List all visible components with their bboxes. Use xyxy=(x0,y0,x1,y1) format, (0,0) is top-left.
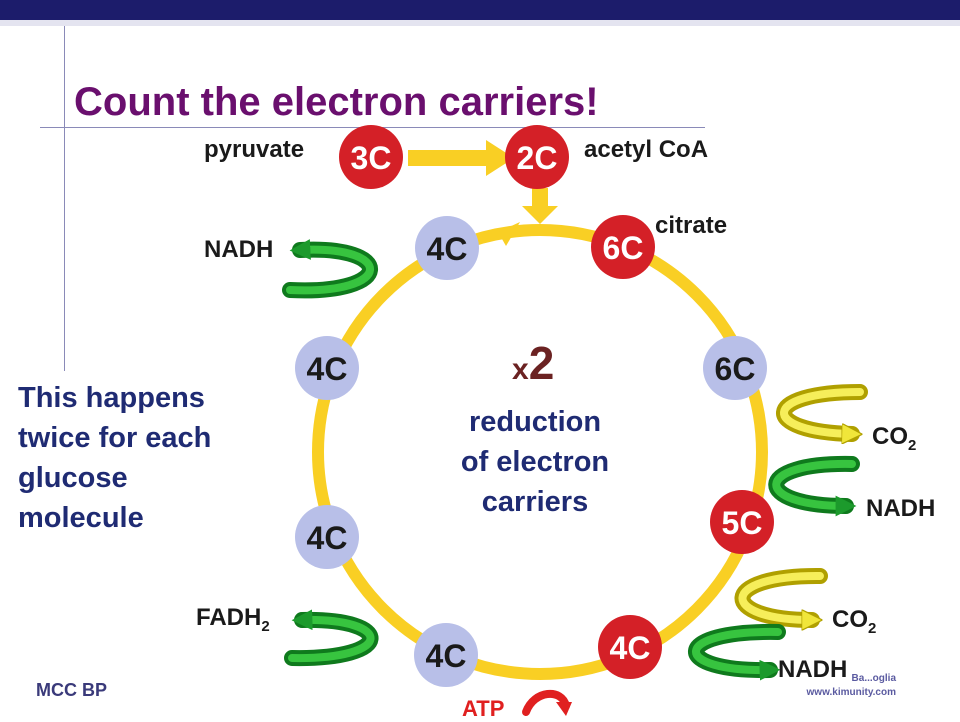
label-pyruvate: pyruvate xyxy=(204,136,305,163)
label-fadh2: FADH2 xyxy=(196,604,270,635)
nadh-arrow-bottom-right xyxy=(688,623,786,681)
co2-arrow-lower xyxy=(734,567,828,620)
footer-right-credit: Ba...oglia www.kimunity.com xyxy=(756,672,896,700)
node-label-5c: 5C xyxy=(722,505,763,541)
node-four-c-bottom-right: 4C xyxy=(598,615,662,679)
atp-arrow xyxy=(522,689,572,716)
slide-title: Count the electron carriers! xyxy=(74,80,599,124)
nadh-arrow-top-left xyxy=(282,239,378,299)
node-label-4c-bottom-right: 4C xyxy=(610,630,651,666)
label-co2-lower: CO2 xyxy=(832,606,877,637)
node-label-2c: 2C xyxy=(517,140,558,176)
center-caption: reduction of electron carriers xyxy=(430,402,640,522)
node-pyruvate-3c: 3C xyxy=(339,125,403,189)
label-acetyl-coa: acetyl CoA xyxy=(584,136,709,163)
label-nadh-bottom-right: NADH xyxy=(778,656,848,683)
node-four-c-bottom: 4C xyxy=(414,623,478,687)
node-four-c-left: 4C xyxy=(295,336,359,400)
side-note-line-4: molecule xyxy=(18,502,144,535)
node-label-citrate: 6C xyxy=(603,230,644,266)
center-caption-line-1: reduction xyxy=(468,406,602,438)
footer-credit-line-1: Ba...oglia xyxy=(851,673,896,684)
multiplier-x2: x2 xyxy=(512,337,555,389)
side-note-line-2: twice for each xyxy=(18,422,212,455)
top-bar xyxy=(0,0,960,20)
node-five-c: 5C xyxy=(710,490,774,554)
title-rule-vertical xyxy=(64,26,65,371)
node-four-c-lower-left: 4C xyxy=(295,505,359,569)
node-label-4c-left: 4C xyxy=(307,351,348,387)
cycle-arrowhead xyxy=(498,222,520,246)
label-citrate: citrate xyxy=(655,212,728,239)
acetyl-down-arrow-shaft xyxy=(532,188,548,208)
label-atp: ATP xyxy=(462,696,505,721)
side-note-line-3: glucose xyxy=(18,462,128,495)
top-bar-underline xyxy=(0,20,960,26)
node-six-c-right: 6C xyxy=(703,336,767,400)
cycle-ring xyxy=(312,224,768,680)
node-acetyl-coa-2c: 2C xyxy=(505,125,569,189)
pyruvate-to-acetyl-arrow-head xyxy=(486,140,514,176)
node-label-4c-top-left: 4C xyxy=(427,231,468,267)
side-note: This happens twice for each glucose mole… xyxy=(18,378,258,538)
nadh-arrow-right-mid xyxy=(768,455,860,517)
label-nadh-top-left: NADH xyxy=(204,236,274,263)
pyruvate-to-acetyl-arrow-shaft xyxy=(408,150,488,166)
co2-arrow-upper xyxy=(776,384,868,434)
acetyl-down-arrow-head xyxy=(522,206,558,224)
node-label-4c-lower-left: 4C xyxy=(307,520,348,556)
label-co2-upper: CO2 xyxy=(872,423,917,454)
footer-left-label: MCC BP xyxy=(36,680,107,700)
fadh2-arrow xyxy=(284,609,379,667)
node-label-3c: 3C xyxy=(351,140,392,176)
node-label-6c-right: 6C xyxy=(715,351,756,387)
center-caption-line-2: of electron xyxy=(460,446,610,479)
node-label-4c-bottom: 4C xyxy=(426,638,467,674)
footer-credit-line-2: www.kimunity.com xyxy=(806,687,896,698)
node-citrate-6c: 6C xyxy=(591,215,655,279)
side-note-line-1: This happens xyxy=(18,382,205,414)
node-four-c-top-left: 4C xyxy=(415,216,479,280)
label-nadh-right-mid: NADH xyxy=(866,495,936,522)
center-caption-line-3: carriers xyxy=(481,486,589,519)
